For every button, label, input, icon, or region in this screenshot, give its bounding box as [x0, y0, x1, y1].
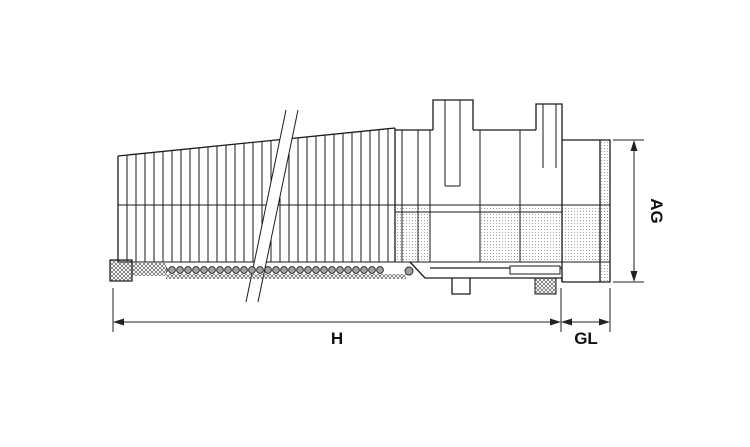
- ag-arrow-bottom: [630, 271, 638, 282]
- single-coil: [404, 266, 414, 276]
- spring-coil-section: [109, 259, 406, 282]
- dimension-gl-label: GL: [574, 329, 598, 348]
- ag-arrow-top: [630, 140, 638, 151]
- dimension-h: H: [112, 288, 562, 348]
- dimension-h-label: H: [331, 329, 343, 348]
- gl-arrow-left: [561, 318, 572, 326]
- wrench-tab-2-slot: [542, 104, 557, 168]
- h-extension-lines: [112, 288, 562, 332]
- hatch-strip-under-coils: [166, 274, 406, 279]
- gl-arrow-right: [599, 318, 610, 326]
- wrench-tab-2: [535, 103, 563, 140]
- spring-coil-row: [166, 263, 384, 275]
- wrench-tab-1: [432, 99, 474, 130]
- ag-extension-lines: [613, 139, 644, 283]
- hatched-foot: [534, 277, 557, 295]
- dimension-gl: GL: [561, 288, 611, 348]
- conduit-outline: [117, 127, 396, 262]
- gland-body: [395, 99, 611, 295]
- dimension-ag: AG: [613, 139, 666, 283]
- textured-section-right: [481, 206, 609, 261]
- h-arrow-left: [113, 318, 124, 326]
- dimension-ag-label: AG: [647, 198, 666, 224]
- lip-slot: [509, 265, 561, 275]
- thread-end-face-texture: [601, 141, 610, 281]
- h-arrow-right: [550, 318, 561, 326]
- ribbed-conduit: [117, 127, 610, 263]
- body-division-lines: [401, 130, 521, 262]
- left-foot-hatched: [109, 259, 133, 282]
- thread-end-outline: [561, 139, 611, 283]
- textured-section-left: [396, 206, 430, 261]
- wrench-tab-1-slot: [444, 100, 461, 187]
- hatch-strip-left: [132, 263, 166, 276]
- break-mask: [246, 110, 298, 302]
- bottom-notch-block: [451, 278, 471, 295]
